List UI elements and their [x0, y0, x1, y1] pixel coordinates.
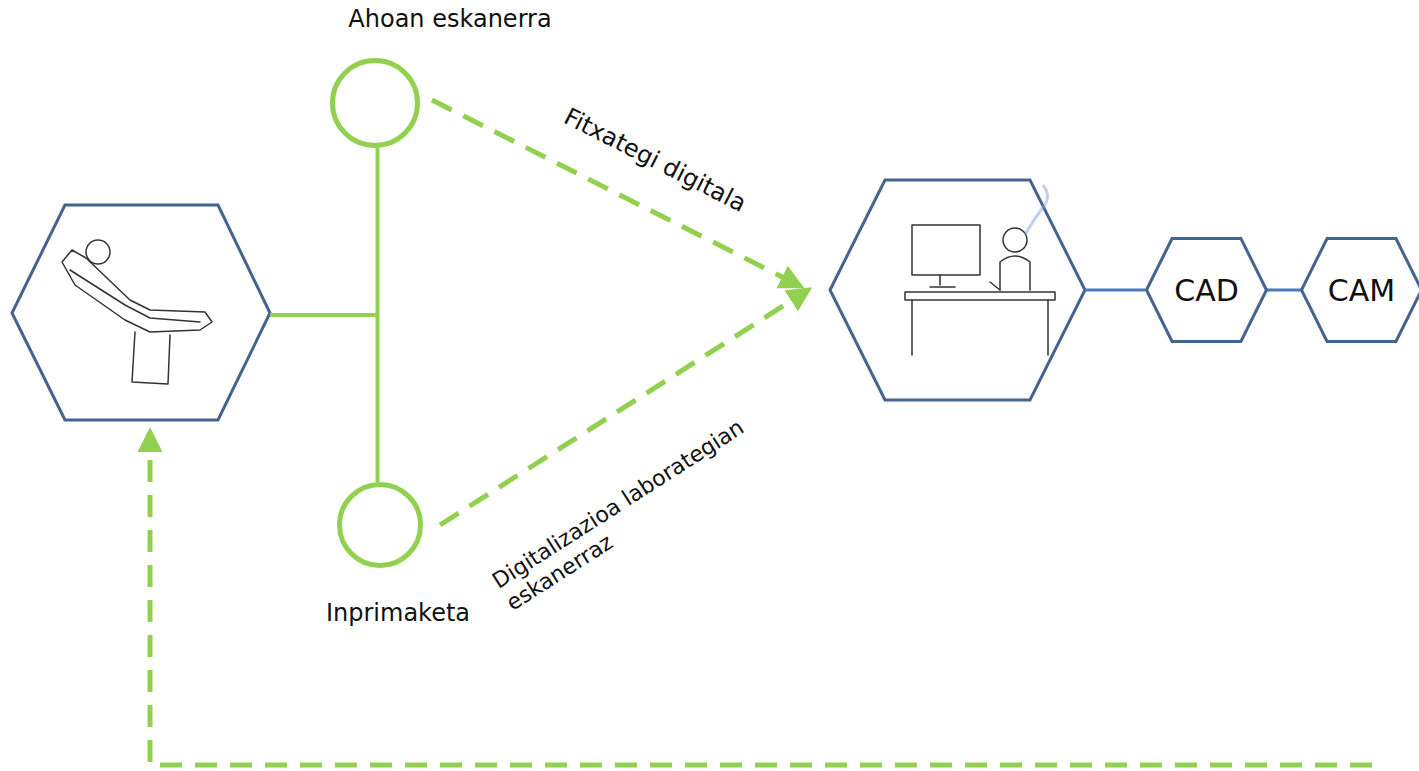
circle-outline	[333, 61, 418, 146]
link-line	[1267, 289, 1301, 292]
lab-scan-arrow	[440, 290, 808, 525]
print-circle: Inprimaketa	[337, 482, 423, 568]
hexagon-outline	[1147, 239, 1267, 342]
laboratory-hexagon	[830, 180, 1085, 400]
file-arrow	[432, 100, 800, 286]
node-label: CAM	[1328, 273, 1395, 308]
scanner-circle: Ahoan eskanerra	[330, 58, 420, 148]
branch-line	[376, 148, 380, 482]
edge-text: Fitxategi digitala	[519, 82, 791, 239]
node-label: CAD	[1174, 273, 1239, 308]
branch-line	[270, 313, 377, 317]
lab-technician-sketch	[905, 225, 1055, 355]
lab-hexagon-smudge	[1025, 185, 1048, 235]
link-line	[1085, 289, 1145, 292]
hexagon-outline	[1302, 239, 1419, 342]
circle-outline	[340, 485, 421, 566]
hexagon-outline	[1300, 237, 1419, 343]
edge-text: Digitalizazioa laborategian eskanerraz	[488, 367, 837, 616]
hexagon-outline	[1145, 237, 1268, 343]
cad-hexagon: CAD	[1145, 237, 1268, 343]
node-heading: Ahoan eskanerra	[348, 5, 551, 33]
return-arrow	[150, 432, 1372, 765]
node-heading: Inprimaketa	[326, 599, 470, 627]
circle-outline	[337, 482, 423, 568]
patient-hexagon	[12, 205, 270, 420]
dental-chair-sketch	[62, 240, 212, 384]
cam-hexagon: CAM	[1300, 237, 1419, 343]
circle-outline	[330, 58, 420, 148]
